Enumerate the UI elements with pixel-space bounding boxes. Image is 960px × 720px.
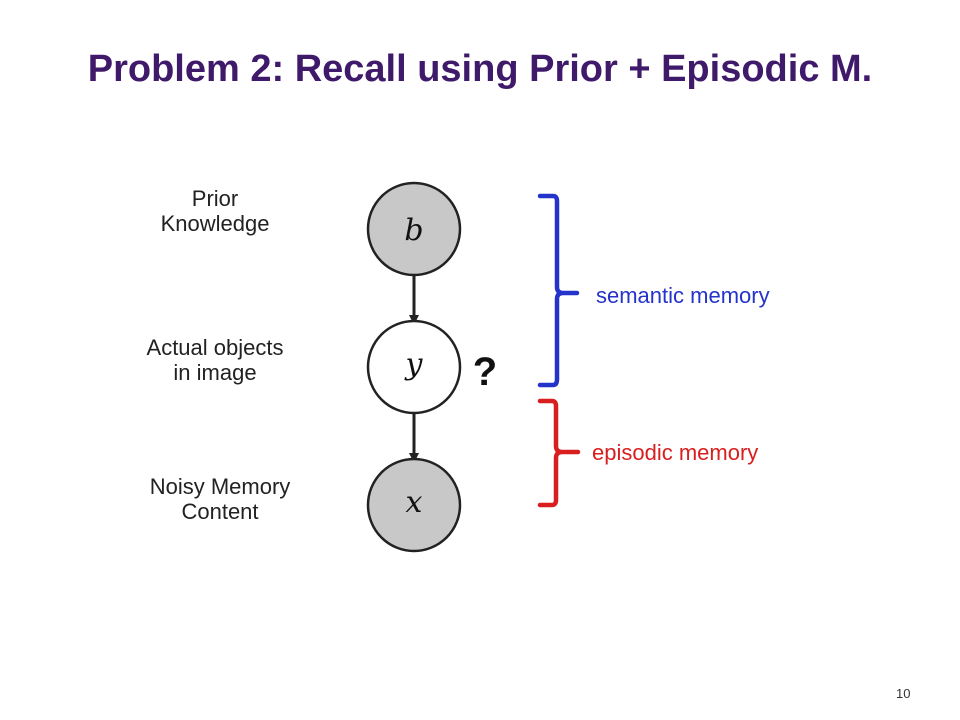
- node-b: b: [366, 181, 462, 277]
- episodic-memory-bracket: [537, 398, 581, 508]
- node-x-symbol: x: [406, 485, 423, 520]
- label-actual-objects: Actual objects in image: [146, 335, 284, 385]
- node-b-symbol: b: [404, 213, 423, 248]
- page-number: 10: [896, 686, 911, 701]
- episodic-memory-label: episodic memory: [592, 440, 759, 465]
- label-noisy-memory: Noisy Memory Content: [149, 474, 291, 524]
- node-y: y: [366, 319, 462, 415]
- node-x: x: [366, 457, 462, 553]
- label-prior-knowledge: Prior Knowledge: [160, 186, 270, 236]
- node-y-symbol: y: [404, 347, 424, 382]
- slide-title: Problem 2: Recall using Prior + Episodic…: [87, 48, 873, 90]
- semantic-memory-label: semantic memory: [596, 283, 770, 308]
- question-mark: ?: [473, 350, 497, 394]
- semantic-memory-bracket: [537, 193, 580, 388]
